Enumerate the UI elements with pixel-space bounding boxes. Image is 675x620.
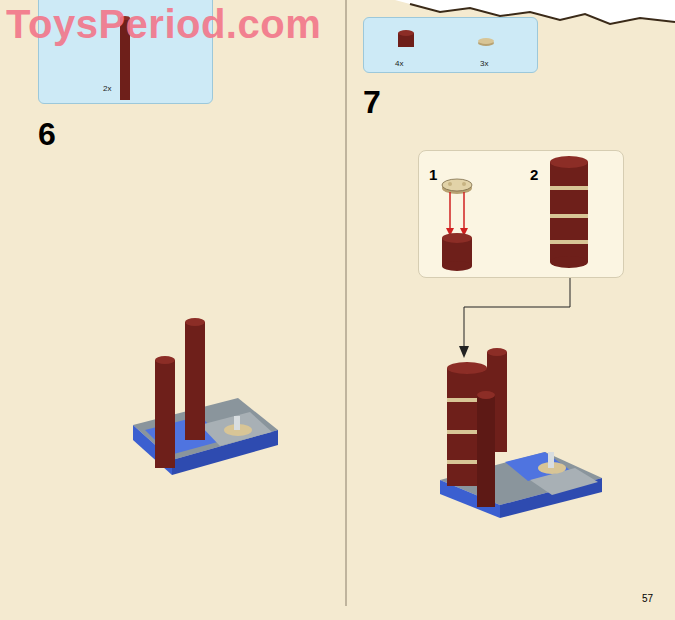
step-number: 7	[363, 86, 381, 118]
arrow-head	[459, 346, 469, 358]
part-count: 2x	[103, 85, 111, 93]
part-round-brick	[398, 30, 414, 47]
step-6-model	[133, 318, 278, 475]
part-round-plate	[478, 38, 494, 46]
step-7-model	[440, 348, 602, 518]
part-count: 3x	[480, 60, 488, 68]
step-divider	[346, 0, 347, 606]
parts-callout: 4x 3x	[363, 17, 538, 73]
sub-step-number: 2	[530, 167, 538, 182]
assembly-arrow	[464, 278, 570, 348]
step-number: 6	[38, 118, 56, 150]
part-count: 4x	[395, 60, 403, 68]
page-number: 57	[642, 594, 653, 604]
sub-step-number: 1	[429, 167, 437, 182]
sub-step-2	[550, 156, 588, 268]
watermark: ToysPeriod.com	[6, 4, 321, 44]
